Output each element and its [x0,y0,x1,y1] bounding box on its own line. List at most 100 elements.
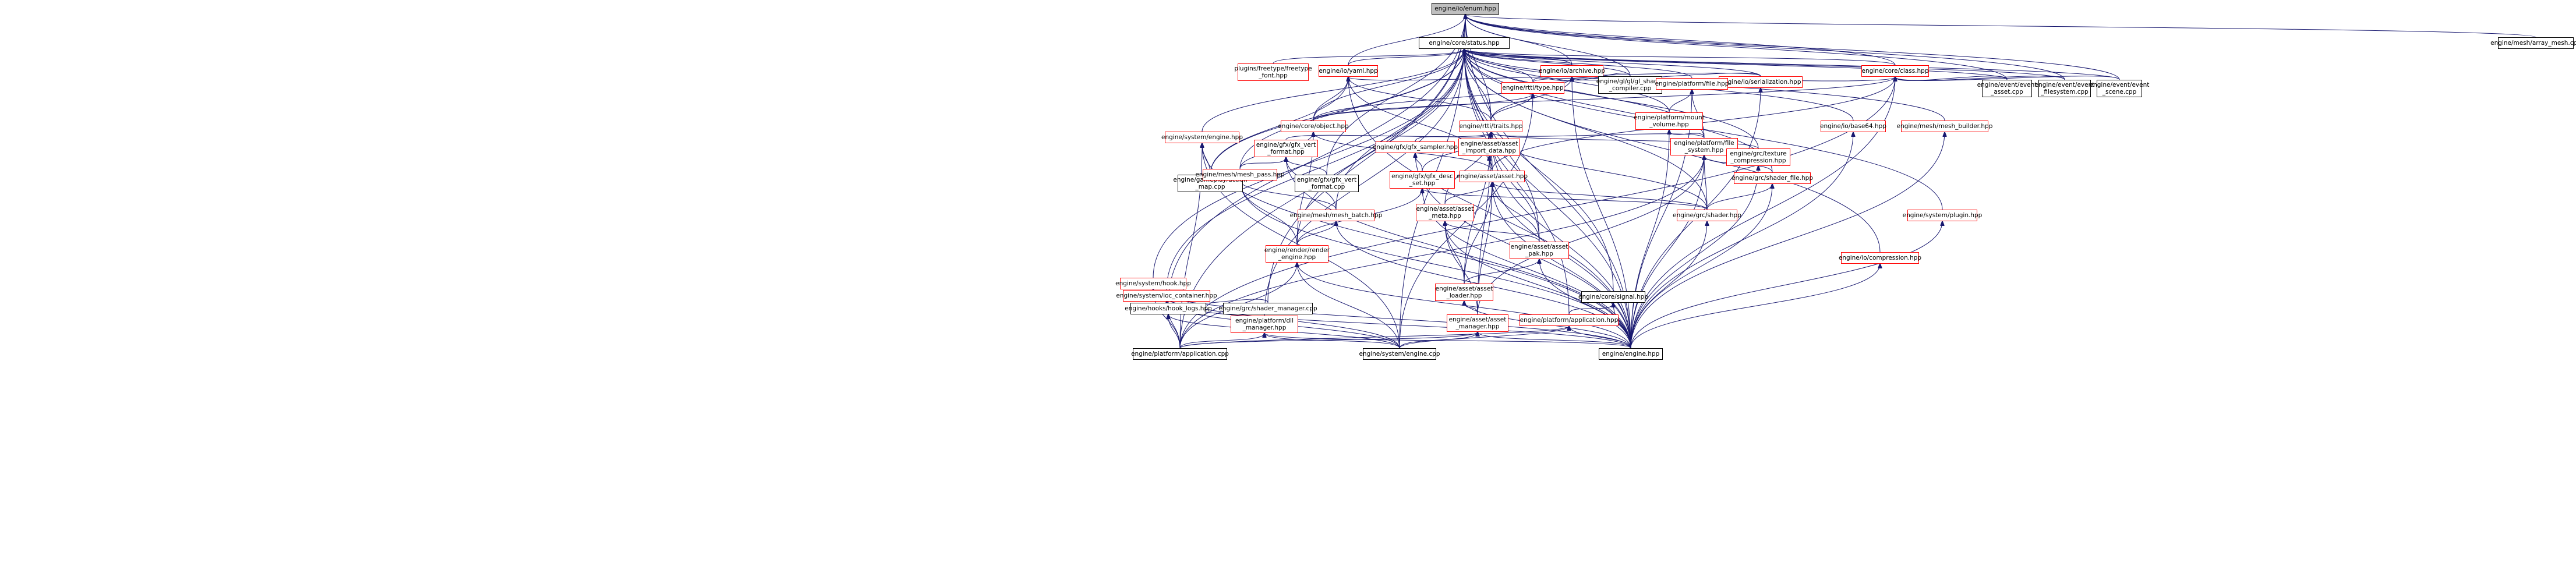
edge-engine-hpp-to-gfx-vert [1286,157,1631,349]
edge-system-hook-to-status [1153,49,1464,278]
edge-engine-hpp-to-system-plugin [1630,221,1942,349]
edge-rtti-traits-to-yaml [1348,77,1492,121]
graph-node-platform-dll[interactable]: engine/platform/dll _manager.hpp [1231,316,1298,333]
edge-event-scene-to-enum [1465,15,2120,80]
graph-node-grc-texture[interactable]: engine/grc/texture _compression.hpp [1726,148,1790,166]
graph-node-serialization[interactable]: engine/io/serialization.hpp [1719,76,1803,88]
graph-node-system-plugin[interactable]: engine/system/plugin.hpp [1903,210,1982,221]
edge-engine-hpp-to-core-signal [1613,303,1631,349]
edge-rtti-traits-to-status [1464,49,1492,121]
graph-node-base64[interactable]: engine/io/base64.hpp [1820,121,1886,132]
graph-node-array-mesh[interactable]: engine/mesh/array_mesh.cpp [2490,37,2576,49]
edge-engine-hpp-to-mount-volume [1630,130,1669,349]
edge-asset-pak-to-asset-meta [1445,221,1540,242]
edge-system-engine-to-status [1202,49,1464,132]
edge-gameplay-action-to-yaml [1210,77,1348,175]
edge-event-asset-to-enum [1465,15,2008,80]
graph-node-engine-cpp[interactable]: engine/system/engine.cpp [1359,348,1440,360]
graph-node-freetype[interactable]: plugins/freetype/freetype _font.hpp [1234,63,1312,81]
edge-grc-shader-to-asset-asset [1492,182,1708,210]
edge-event-asset-to-status [1464,49,2008,80]
edge-platform-fs-to-rtti-traits [1491,132,1705,139]
edge-engine-hpp-to-asset-meta [1445,221,1631,349]
edge-rtti-traits-to-enum [1465,15,1492,121]
graph-node-grc-shader-file[interactable]: engine/grc/shader_file.hpp [1732,172,1813,184]
edge-app-cpp-to-app-hpp [1179,326,1569,349]
graph-node-system-engine[interactable]: engine/system/engine.hpp [1161,132,1243,143]
graph-node-hook-logs[interactable]: engine/hooks/hook_logs.hpp [1125,303,1212,314]
edge-event-scene-to-status [1464,49,2120,80]
edge-gfx-vert-to-rtti-traits [1285,132,1491,140]
edge-class-to-enum [1465,15,1896,66]
graph-node-platform-file[interactable]: engine/platform/file.hpp [1655,78,1729,90]
edge-engine-hpp-to-enum [1465,15,1631,349]
graph-node-core-signal[interactable]: engine/core/signal.hpp [1578,291,1648,303]
graph-node-yaml[interactable]: engine/io/yaml.hpp [1319,65,1378,77]
graph-node-asset-meta[interactable]: engine/asset/asset _meta.hpp [1416,204,1474,221]
graph-node-mesh-builder[interactable]: engine/mesh/mesh_builder.hpp [1897,121,1992,132]
graph-node-gl-shader[interactable]: engine/gl/gl/gl_shader _compiler.cpp [1596,76,1664,94]
graph-node-asset-loader[interactable]: engine/asset/asset _loader.hpp [1435,284,1493,301]
edge-app-cpp-to-platform-fs [1179,155,1704,349]
graph-node-mesh-pass[interactable]: engine/mesh/mesh_pass.hpp [1195,169,1285,180]
edge-core-signal-to-status [1464,49,1614,292]
edge-engine-cpp-to-platform-dll [1264,333,1400,349]
graph-node-gfx-sampler[interactable]: engine/gfx/gfx_sampler.hpp [1373,141,1458,153]
graph-node-rtti-traits[interactable]: engine/rtti/traits.hpp [1459,121,1523,132]
edge-yaml-to-status [1348,49,1464,66]
graph-node-enum: engine/io/enum.hpp [1432,3,1499,15]
edge-grc-texture-to-rtti-traits [1491,132,1759,149]
edge-app-cpp-to-platform-dll [1179,333,1264,349]
edge-engine-cpp-to-render-engine [1297,263,1400,349]
edge-engine-hpp-to-platform-dll [1264,333,1631,349]
edge-gl-shader-to-status [1464,49,1631,77]
graph-node-mesh-batch[interactable]: engine/mesh/mesh_batch.hpp [1290,210,1382,221]
edge-platform-dll-to-status [1264,49,1464,316]
graph-node-app-hpp[interactable]: engine/platform/application.hpp [1520,314,1619,326]
graph-node-rtti-type[interactable]: engine/rtti/type.hpp [1501,82,1564,94]
edge-platform-file-to-status [1464,49,1692,79]
graph-node-core-object[interactable]: engine/core/object.hpp [1278,121,1349,132]
graph-node-gfx-vert-cpp[interactable]: engine/gfx/gfx_vert _format.cpp [1295,175,1359,192]
edge-freetype-to-status [1273,49,1464,64]
edge-mesh-batch-to-mesh-pass [1240,180,1337,210]
graph-node-shader-manager[interactable]: engine/grc/shader_manager.cpp [1218,303,1317,314]
graph-node-status[interactable]: engine/core/status.hpp [1419,37,1510,49]
graph-node-gfx-vert[interactable]: engine/gfx/gfx_vert _format.hpp [1254,140,1318,157]
edge-class-to-status [1464,49,1896,66]
graph-node-class[interactable]: engine/core/class.hpp [1861,65,1929,77]
graph-node-asset-pak[interactable]: engine/asset/asset _pak.hpp [1510,242,1569,259]
edge-core-object-to-status [1313,49,1464,121]
graph-node-archive[interactable]: engine/io/archive.hpp [1539,65,1605,77]
edge-asset-manager-to-rtti-traits [1477,132,1491,315]
edge-asset-loader-to-asset-pak [1464,259,1539,284]
graph-node-engine-hpp[interactable]: engine/engine.hpp [1599,348,1663,360]
edge-core-object-to-yaml [1313,77,1348,121]
edge-ioc-to-status [1166,49,1464,291]
edge-engine-hpp-to-io-compression [1630,264,1880,349]
edge-event-asset-to-class [1895,76,2008,81]
graph-node-grc-shader[interactable]: engine/grc/shader.hpp [1673,210,1741,221]
edge-engine-hpp-to-grc-shader [1630,221,1707,349]
edge-event-fs-to-enum [1465,15,2065,80]
graph-node-asset-import[interactable]: engine/asset/asset _import_data.hpp [1458,139,1520,156]
edge-engine-hpp-to-grc-texture [1630,166,1758,349]
graph-node-event-scene[interactable]: engine/event/event _scene.cpp [2090,80,2149,97]
graph-node-gfx-desc[interactable]: engine/gfx/gfx_desc _set.hpp [1390,171,1455,189]
graph-node-asset-manager[interactable]: engine/asset/asset _manager.hpp [1447,314,1508,332]
graph-node-io-compression[interactable]: engine/io/compression.hpp [1839,252,1921,264]
graph-node-app-cpp[interactable]: engine/platform/application.cpp [1131,348,1229,360]
graph-node-event-asset[interactable]: engine/event/event _asset.cpp [1977,80,2037,97]
edge-engine-hpp-to-asset-asset [1492,182,1631,349]
graph-node-ioc[interactable]: engine/system/ioc_container.hpp [1116,290,1217,302]
graph-node-system-hook[interactable]: engine/system/hook.hpp [1115,278,1191,289]
edge-engine-hpp-to-grc-shader-file [1630,184,1772,349]
graph-node-asset-asset[interactable]: engine/asset/asset.hpp [1457,171,1528,182]
edge-engine-cpp-to-app-hpp [1399,326,1569,349]
graph-node-event-fs[interactable]: engine/event/event _filesystem.cpp [2035,80,2094,97]
graph-node-render-engine[interactable]: engine/render/render _engine.hpp [1264,245,1330,263]
edge-array-mesh-to-enum [1465,15,2536,38]
edge-rtti-traits-to-archive [1490,77,1572,121]
graph-node-mount-volume[interactable]: engine/platform/mount _volume.hpp [1634,112,1705,130]
